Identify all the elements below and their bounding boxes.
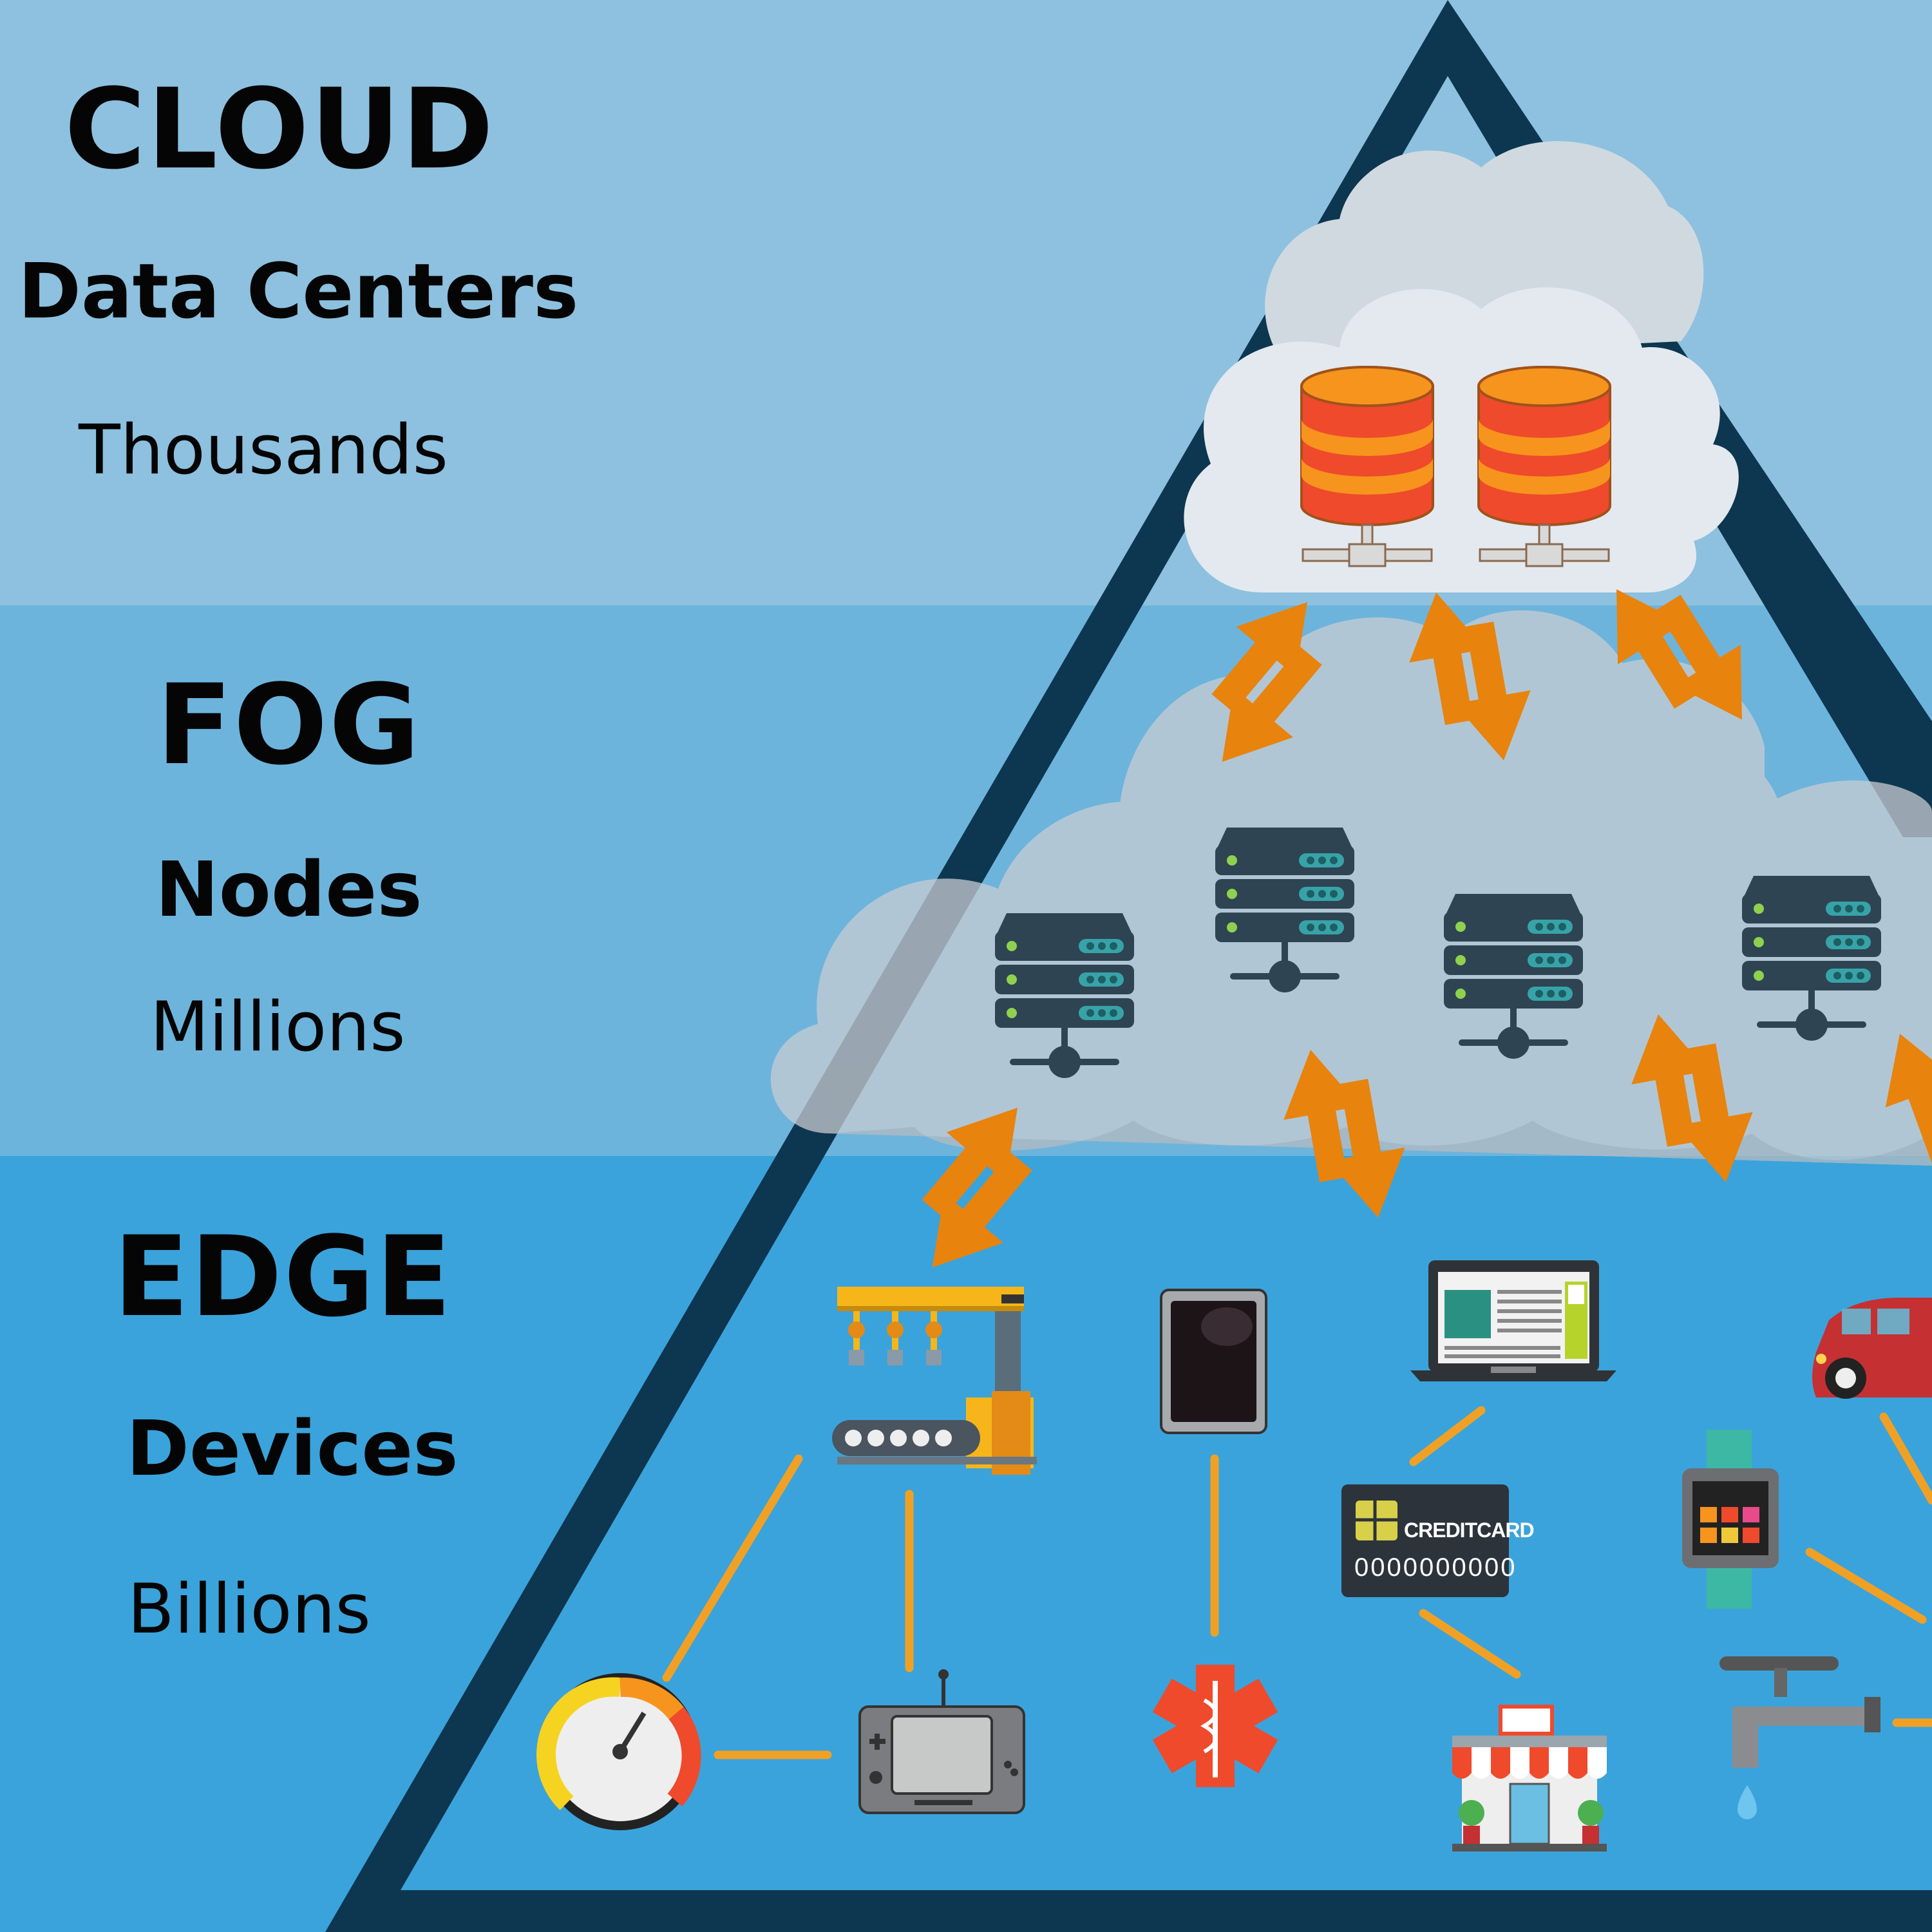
- cloud-title: CLOUD: [64, 64, 495, 194]
- handheld-tv-icon: [858, 1669, 1025, 1814]
- edge-links: [662, 1406, 1932, 1759]
- faucet-icon: [1719, 1656, 1880, 1819]
- edge-title: EDGE: [113, 1212, 453, 1341]
- cloud-entity-label: Data Centers: [18, 247, 579, 336]
- fog-entity-label: Nodes: [155, 845, 422, 934]
- edge-entity-label: Devices: [126, 1404, 459, 1493]
- car-icon: [1812, 1298, 1932, 1399]
- tablet-icon: [1160, 1289, 1267, 1434]
- smartwatch-icon: [1682, 1430, 1779, 1609]
- factory-robot-icon: [832, 1287, 1037, 1475]
- credit-card-label: CREDITCARD: [1404, 1519, 1535, 1542]
- storefront-icon: [1452, 1705, 1607, 1852]
- cloud-scale-label: Thousands: [79, 410, 448, 489]
- fog-scale-label: Millions: [150, 987, 406, 1066]
- medical-star-icon: [1152, 1665, 1278, 1787]
- credit-card-icon: [1341, 1484, 1509, 1597]
- speedometer-icon: [536, 1673, 701, 1830]
- laptop-icon: [1410, 1260, 1616, 1381]
- fog-title: FOG: [156, 660, 421, 790]
- credit-card-number: 0000000000: [1354, 1553, 1517, 1582]
- edge-scale-label: Billions: [128, 1569, 371, 1649]
